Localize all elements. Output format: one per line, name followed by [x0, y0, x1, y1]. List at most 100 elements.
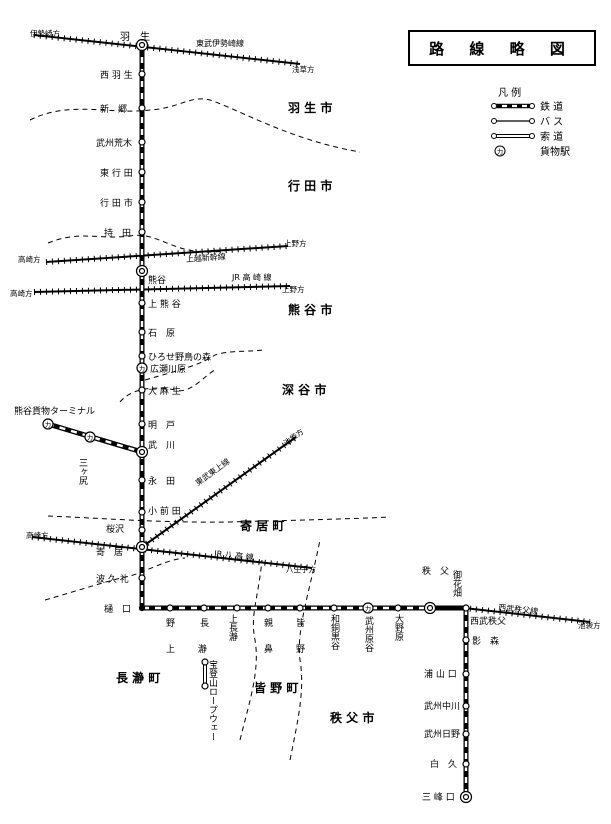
legend-row-railway: 鉄 道 — [490, 98, 600, 113]
rail-lines — [31, 32, 591, 625]
svg-text:浦 山 口: 浦 山 口 — [424, 668, 457, 680]
legend-label: 貨物駅 — [540, 147, 570, 158]
svg-text:高崎方: 高崎方 — [18, 254, 41, 264]
legend-label: 鉄 道 — [540, 102, 564, 113]
svg-text:八王子方: 八王子方 — [286, 564, 316, 574]
svg-text:秩 父: 秩 父 — [422, 566, 449, 577]
svg-text:カ: カ — [139, 365, 146, 373]
svg-text:大 麻 生: 大 麻 生 — [148, 385, 181, 397]
svg-text:白 久: 白 久 — [430, 758, 457, 770]
svg-text:永 田: 永 田 — [148, 475, 175, 487]
svg-text:上野方: 上野方 — [284, 238, 307, 248]
svg-text:野: 野 — [296, 644, 305, 655]
station-labels-south: 西武秩父 影 森 浦 山 口 武州中川 武州日野 白 久 三 峰 口 — [422, 615, 506, 803]
svg-text:熊谷貨物ターミナル: 熊谷貨物ターミナル — [14, 405, 95, 417]
svg-text:秩 父 市: 秩 父 市 — [330, 710, 374, 725]
svg-text:持 田: 持 田 — [104, 227, 131, 239]
svg-text:宝登山ロープウェー: 宝登山ロープウェー — [207, 659, 218, 741]
svg-text:羽 生 市: 羽 生 市 — [288, 100, 332, 115]
municipal-boundaries — [29, 98, 391, 761]
railway-symbol — [491, 102, 535, 109]
svg-text:桜沢: 桜沢 — [106, 523, 124, 535]
svg-text:熊谷: 熊谷 — [148, 274, 166, 286]
svg-text:カ: カ — [87, 434, 94, 442]
svg-text:上野方: 上野方 — [282, 284, 305, 294]
svg-text:武州原谷: 武州原谷 — [363, 615, 374, 653]
station-labels-main: 羽 生 西 羽 生 新 郷 武州荒木 東 行 田 行 田 市 持 田 熊谷 上 … — [96, 30, 211, 615]
svg-text:西 羽 生: 西 羽 生 — [100, 69, 133, 81]
svg-text:西武秩父線: 西武秩父線 — [498, 602, 539, 616]
interchange-markers — [135, 38, 473, 804]
svg-text:深 谷 市: 深 谷 市 — [282, 382, 326, 397]
legend-label: 索 道 — [540, 132, 564, 143]
map-title: 路 線 略 図 — [408, 30, 596, 66]
svg-text:鼻: 鼻 — [264, 643, 273, 655]
svg-text:JR 高 崎 線: JR 高 崎 線 — [231, 272, 272, 282]
svg-text:三 峰 口: 三 峰 口 — [422, 792, 455, 803]
freight-markers: カ カ カ カ — [42, 362, 374, 614]
legend-row-ropeway: 索 道 — [490, 128, 600, 143]
svg-text:野: 野 — [166, 618, 175, 629]
station-labels-east: 野 上 長 瀞 上長瀞 親 鼻 皆 野 和銅黒谷 武州原谷 大野原 秩 父 御花… — [166, 566, 462, 655]
svg-text:JR 八 高 線: JR 八 高 線 — [213, 548, 254, 562]
svg-text:武 川: 武 川 — [148, 439, 175, 451]
municipality-labels: 羽 生 市 行 田 市 熊 谷 市 深 谷 市 寄 居 町 長 瀞 町 皆 野 … — [116, 100, 374, 725]
svg-text:武州中川: 武州中川 — [424, 700, 460, 712]
svg-text:寄 居: 寄 居 — [96, 546, 123, 558]
svg-text:羽 生: 羽 生 — [120, 30, 150, 43]
svg-text:上 熊 谷: 上 熊 谷 — [148, 298, 181, 310]
svg-text:熊 谷 市: 熊 谷 市 — [288, 302, 332, 317]
svg-text:上: 上 — [166, 644, 175, 655]
svg-text:波 久 礼: 波 久 礼 — [96, 573, 129, 585]
svg-text:樋 口: 樋 口 — [104, 603, 131, 615]
svg-text:広瀬川原: 広瀬川原 — [150, 363, 186, 375]
line-labels: 東武伊勢崎線 上越新幹線 JR 高 崎 線 東武東上線 JR 八 高 線 西武秩… — [185, 38, 538, 616]
svg-text:ひろせ野鳥の森: ひろせ野鳥の森 — [148, 351, 211, 363]
svg-text:行 田 市: 行 田 市 — [100, 197, 133, 209]
svg-text:西武秩父: 西武秩父 — [470, 615, 506, 627]
svg-text:武州荒木: 武州荒木 — [96, 137, 132, 149]
svg-text:長 瀞 町: 長 瀞 町 — [116, 670, 160, 685]
legend-heading: 凡 例 — [498, 88, 522, 99]
svg-text:長: 長 — [200, 618, 209, 629]
svg-text:行 田 市: 行 田 市 — [287, 178, 332, 193]
svg-text:高崎方: 高崎方 — [10, 288, 33, 298]
svg-text:影 森: 影 森 — [472, 635, 499, 647]
ropeway-symbol — [491, 132, 535, 139]
legend: 凡 例 鉄 道 バ ス 索 道 カ 貨物駅 — [490, 84, 600, 158]
svg-text:石 原: 石 原 — [148, 328, 175, 339]
ropeway-line — [201, 658, 209, 690]
svg-text:カ: カ — [45, 421, 52, 429]
svg-text:和銅黒谷: 和銅黒谷 — [329, 614, 340, 651]
svg-text:大野原: 大野原 — [393, 613, 404, 641]
svg-text:寄 居 町: 寄 居 町 — [240, 518, 284, 533]
legend-label: バ ス — [540, 117, 564, 128]
bus-symbol — [491, 117, 535, 124]
station-markers — [138, 70, 470, 768]
svg-text:皆: 皆 — [296, 618, 305, 629]
branch-labels: 熊谷貨物ターミナル 三ヶ尻 宝登山ロープウェー — [14, 405, 218, 741]
svg-text:上越新幹線: 上越新幹線 — [185, 251, 226, 264]
svg-text:カ: カ — [365, 605, 372, 613]
svg-text:伊勢崎方: 伊勢崎方 — [30, 28, 60, 38]
svg-text:親: 親 — [264, 617, 273, 629]
svg-text:瀞: 瀞 — [198, 643, 207, 655]
svg-text:新 郷: 新 郷 — [100, 103, 127, 115]
svg-text:池袋方: 池袋方 — [578, 620, 601, 630]
svg-text:東武伊勢崎線: 東武伊勢崎線 — [196, 38, 244, 48]
legend-row-freight: カ 貨物駅 — [490, 143, 600, 158]
svg-text:御花畑: 御花畑 — [451, 569, 462, 597]
svg-text:池袋方: 池袋方 — [281, 426, 305, 448]
svg-text:高崎方: 高崎方 — [26, 530, 49, 540]
svg-text:武州日野: 武州日野 — [424, 728, 460, 740]
svg-text:カ: カ — [497, 148, 504, 156]
svg-text:明 戸: 明 戸 — [148, 420, 175, 431]
svg-text:東 行 田: 東 行 田 — [100, 167, 133, 179]
svg-text:三ヶ尻: 三ヶ尻 — [77, 458, 88, 486]
svg-text:東武東上線: 東武東上線 — [193, 456, 231, 488]
svg-text:浅草方: 浅草方 — [292, 64, 315, 74]
svg-text:上長瀞: 上長瀞 — [227, 614, 238, 642]
svg-text:小 前 田: 小 前 田 — [148, 505, 181, 517]
freight-symbol: カ — [494, 145, 506, 156]
